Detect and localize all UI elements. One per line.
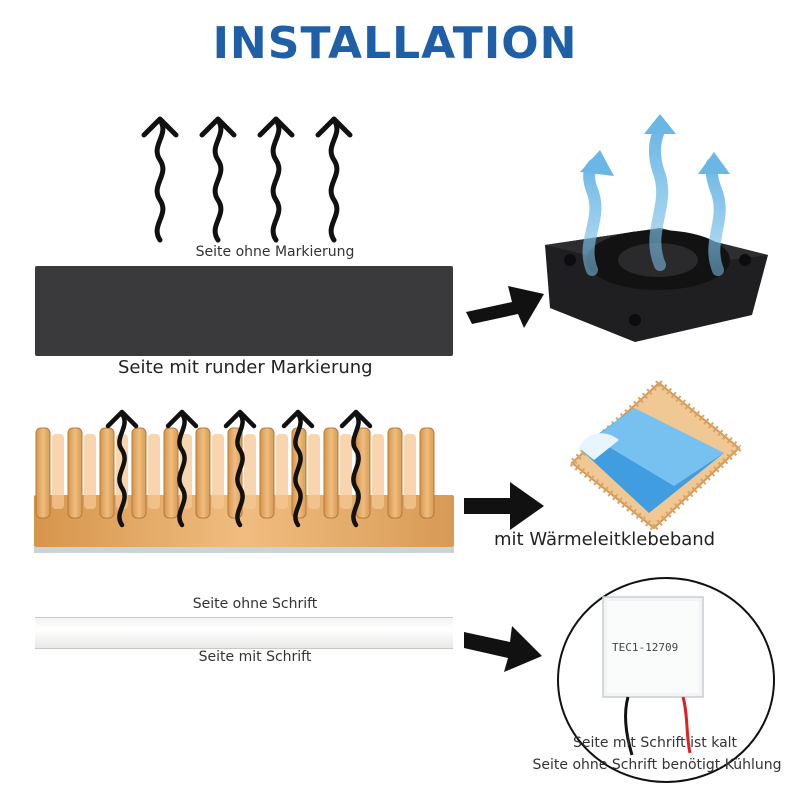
arrow-right-icon (464, 626, 542, 672)
label-side-unmarked: Seite ohne Markierung (195, 244, 355, 260)
fan-icon (545, 114, 768, 342)
label-side-round-marking: Seite mit runder Markierung (118, 357, 373, 378)
heatsink-with-tape-icon (569, 380, 742, 531)
copper-heatsink (34, 409, 454, 553)
note-no-print-needs-cooling: Seite ohne Schrift benötigt Kühlung (532, 757, 782, 773)
peltier-module-icon (557, 577, 775, 783)
thermal-plate (35, 266, 453, 356)
page-title: INSTALLATION (212, 18, 578, 69)
label-side-print: Seite mit Schrift (198, 649, 312, 665)
arrow-right-icon (466, 286, 544, 328)
white-tape-strip (35, 617, 453, 649)
arrow-right-icon (464, 482, 544, 530)
label-thermal-tape: mit Wärmeleitklebeband (494, 529, 716, 550)
tec-model-label: TEC1-12709 (612, 641, 679, 654)
note-print-side-cold: Seite mit Schrift ist kalt (572, 735, 738, 751)
label-side-no-print: Seite ohne Schrift (192, 596, 318, 612)
